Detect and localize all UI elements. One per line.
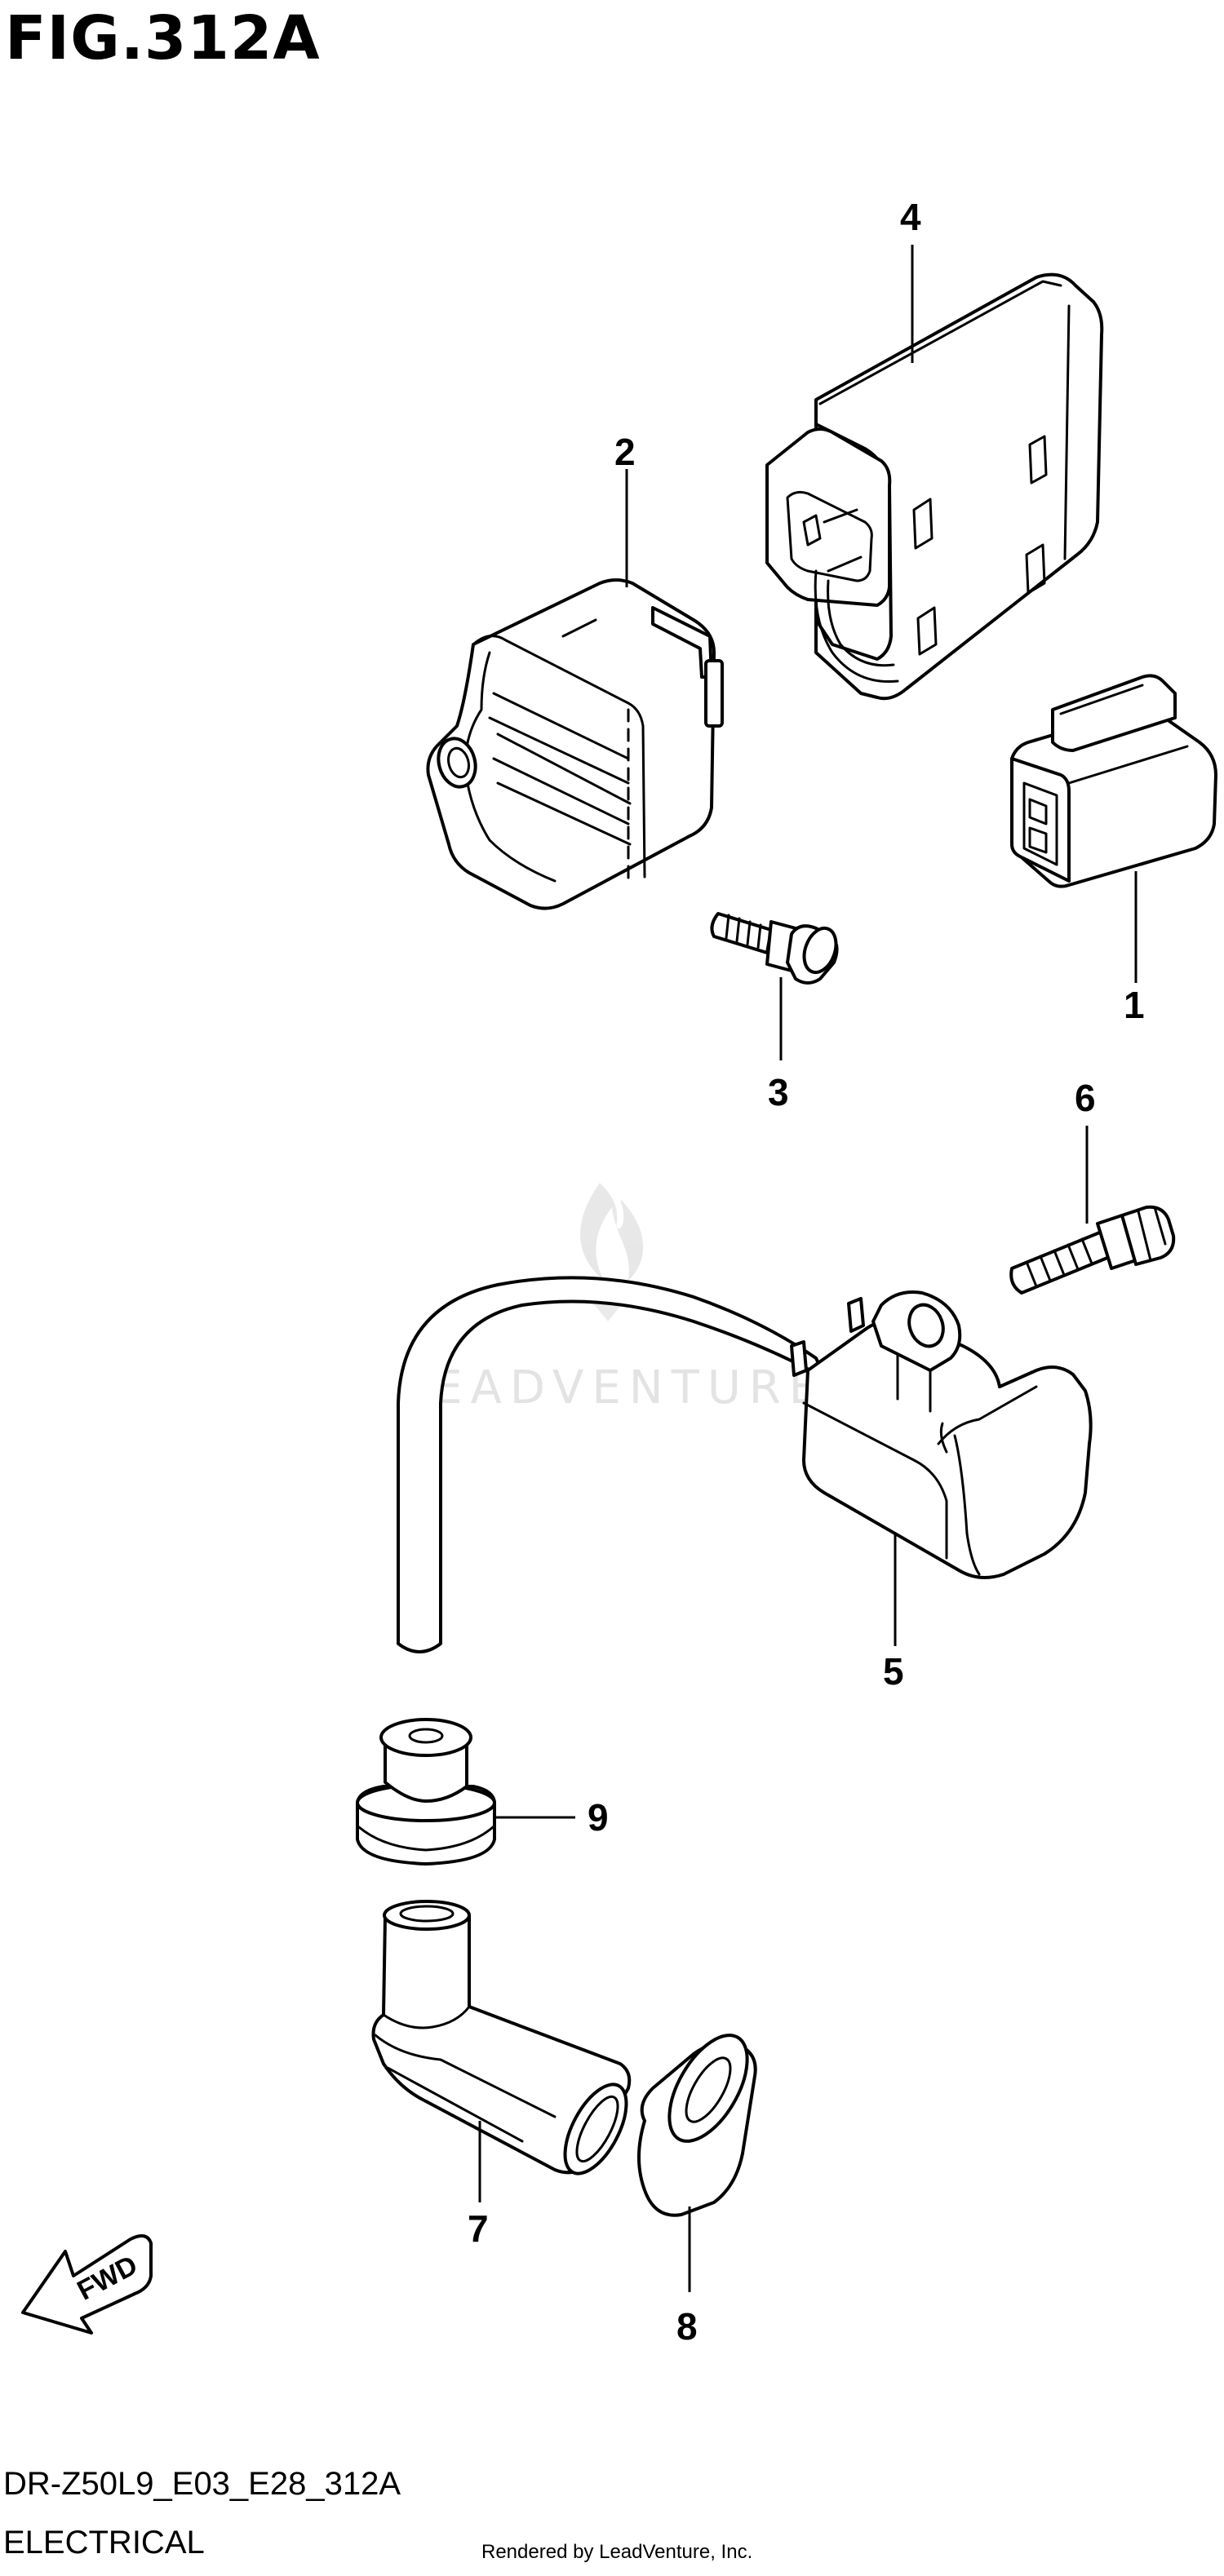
callout-3: 3	[768, 1071, 789, 1113]
part-8-seal[interactable]	[637, 2023, 763, 2217]
part-6-bolt[interactable]	[1009, 1205, 1176, 1295]
part-5-ignition-coil[interactable]	[397, 1276, 1093, 1653]
part-1-coupler[interactable]	[1010, 674, 1217, 888]
figure-description: ELECTRICAL	[3, 2525, 205, 2561]
part-2-regulator-rectifier[interactable]	[426, 578, 724, 910]
callout-1: 1	[1124, 984, 1145, 1026]
part-4-control-unit[interactable]	[765, 272, 1104, 701]
fwd-arrow-icon: FWD	[21, 2234, 153, 2335]
part-3-bolt[interactable]	[710, 912, 841, 985]
callout-7: 7	[468, 2207, 489, 2250]
callout-6: 6	[1075, 1077, 1096, 1119]
callout-2: 2	[614, 431, 636, 473]
callout-9: 9	[588, 1796, 609, 1839]
figure-code: DR-Z50L9_E03_E28_312A	[3, 2466, 401, 2502]
figure-title: FIG.312A	[5, 3, 321, 73]
callout-8: 8	[676, 2305, 698, 2348]
rendered-by-credit: Rendered by LeadVenture, Inc.	[481, 2541, 752, 2563]
watermark-text: LEADVENTURE	[400, 1361, 826, 1414]
part-7-plug-cap[interactable]	[371, 1900, 639, 2183]
part-9-grommet[interactable]	[356, 1718, 496, 1866]
callout-5: 5	[883, 1650, 904, 1693]
callout-4: 4	[900, 196, 921, 238]
